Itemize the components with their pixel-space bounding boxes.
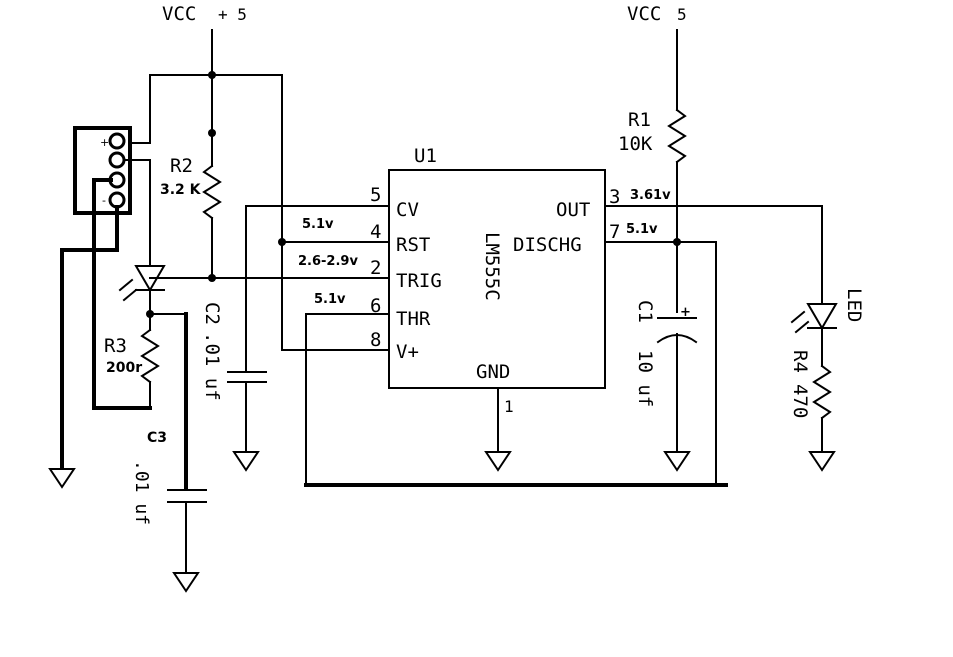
pin-number-2: 2 (370, 257, 381, 279)
pin-label-thr: THR (396, 308, 431, 330)
left-vcc-rail (129, 29, 390, 351)
c1-value: 10 uf (634, 350, 656, 407)
c3-ref: C3 (147, 430, 167, 446)
vcc-left-value: + 5 (218, 5, 247, 24)
pin-label-rst: RST (396, 234, 430, 256)
ic-ref: U1 (414, 145, 437, 167)
ground-symbol-left (48, 468, 76, 489)
r2-ref: R2 (170, 155, 193, 177)
c1-polarity: + (680, 305, 691, 320)
r1-ref: R1 (628, 109, 651, 131)
pin-number-7: 7 (609, 221, 620, 243)
voltage-dischg: 5.1v (626, 222, 658, 237)
vcc-left-label: VCC (162, 3, 196, 25)
pin-number-3: 3 (609, 186, 620, 208)
pin-number-4: 4 (370, 221, 381, 243)
c2-ref: C2 (201, 302, 223, 325)
pin-label-gnd: GND (476, 361, 510, 383)
r4-value: 470 (789, 384, 811, 418)
left-led (118, 159, 166, 331)
pin-label-dischg: DISCHG (513, 234, 582, 256)
connector-wiring (60, 178, 152, 470)
connector-header (73, 126, 151, 215)
r2-value: 3.2 K (160, 182, 202, 198)
ic-part: LM555C (481, 232, 503, 301)
c2-capacitor (227, 205, 390, 472)
r3-resistor (140, 310, 187, 409)
led-label: LED (843, 288, 865, 322)
voltage-trig: 2.6-2.9v (298, 254, 358, 269)
vcc-right-value: 5 (677, 5, 687, 24)
pin-label-vplus: V+ (396, 341, 419, 363)
pin-number-8: 8 (370, 329, 381, 351)
pin-number-6: 6 (370, 295, 381, 317)
c1-capacitor (656, 317, 698, 472)
connector-minus-label: - (102, 194, 106, 207)
r4-ref: R4 (789, 350, 811, 373)
vcc-right-label: VCC (627, 3, 661, 25)
c2-value: .01 uf (201, 332, 223, 401)
voltage-thr: 5.1v (314, 292, 346, 307)
c1-ref: C1 (634, 300, 656, 323)
output-led-branch (604, 205, 838, 472)
r1-value: 10K (618, 133, 653, 155)
voltage-out: 3.61v (630, 188, 671, 203)
connector-plus-label: + (100, 136, 109, 149)
voltage-rst: 5.1v (302, 217, 334, 232)
r2-resistor (149, 164, 390, 282)
c3-value: .01 uf (131, 460, 152, 525)
r1-resistor (667, 29, 687, 313)
pin-number-5: 5 (370, 184, 381, 206)
pin-label-cv: CV (396, 199, 419, 221)
r3-value: 200r (106, 360, 142, 376)
pin-label-trig: TRIG (396, 270, 442, 292)
c3-capacitor (167, 312, 207, 593)
pin-number-1: 1 (504, 397, 514, 416)
pin-label-out: OUT (556, 199, 590, 221)
thr-bus (304, 238, 728, 487)
lm555-ic (388, 169, 606, 472)
r3-ref: R3 (104, 335, 127, 357)
